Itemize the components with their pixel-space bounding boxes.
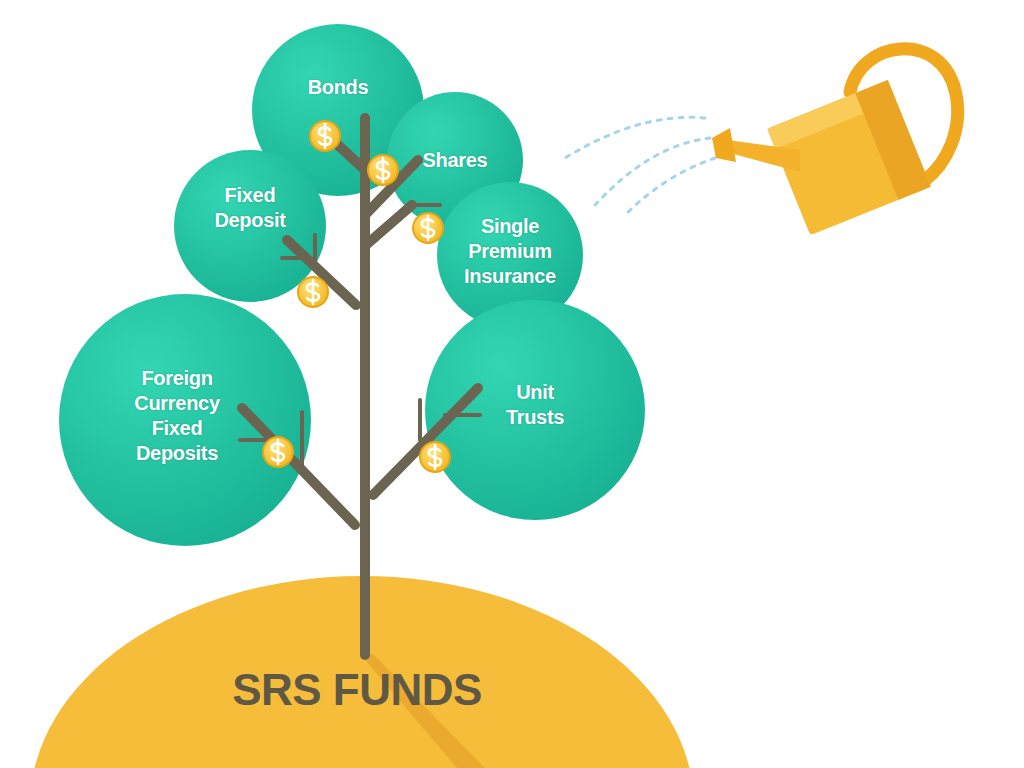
fixed-deposit-circle: Fixed Deposit (174, 150, 326, 302)
branch-twigs (240, 205, 480, 472)
foreign-deposit-circle: Foreign Currency Fixed Deposits (59, 294, 311, 546)
water-drops (565, 117, 715, 215)
coin-icon (368, 155, 398, 185)
tree-branches (242, 118, 478, 655)
investment-label: Single Premium Insurance (464, 214, 556, 289)
coin-icon (413, 213, 443, 243)
coins (263, 121, 450, 472)
investment-label: Unit Trusts (506, 380, 564, 430)
base-title: SRS FUNDS (232, 666, 482, 714)
investment-label: Shares (423, 148, 488, 173)
coin-icon (298, 277, 328, 307)
coin-icon (420, 442, 450, 472)
coin-icon (263, 437, 293, 467)
investment-label: Bonds (308, 75, 369, 100)
investment-label: Foreign Currency Fixed Deposits (134, 366, 219, 466)
coin-icon (310, 121, 340, 151)
investment-label: Fixed Deposit (214, 183, 285, 233)
watering-can (712, 49, 958, 235)
